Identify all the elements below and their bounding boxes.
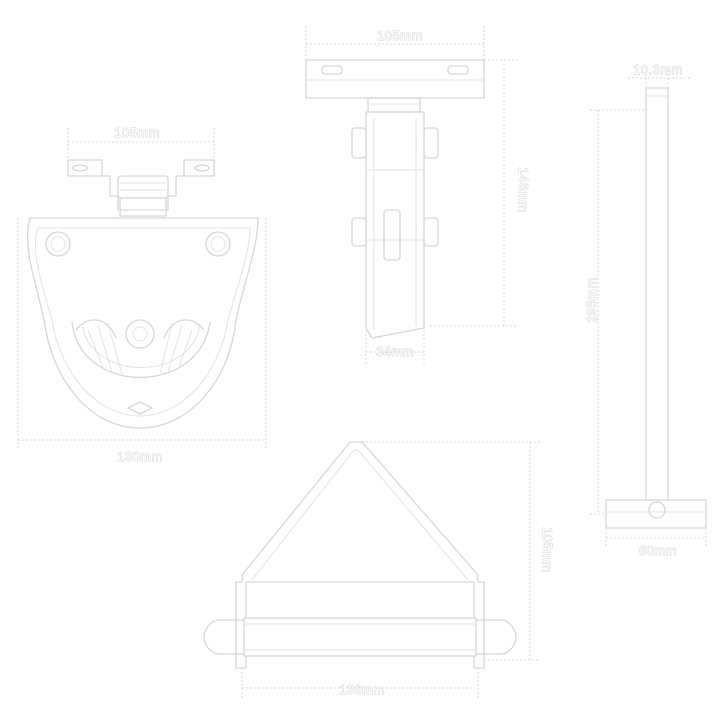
guard-width-label: 136mm [339, 682, 385, 697]
rod-base-width-label: 60mm [639, 543, 677, 558]
rod-base-hole [648, 501, 666, 519]
side-height-label: 146mm [516, 167, 531, 213]
side-bolt-mid-left [351, 217, 367, 247]
rod-shaft [645, 87, 669, 501]
bracket-slot-right [194, 164, 210, 172]
rod-diameter-label: 10.3mm [633, 62, 683, 77]
pulley-housing [26, 217, 259, 429]
side-top-width-label: 105mm [377, 28, 423, 43]
front-bracket-block [117, 175, 169, 199]
guard-view: 105mm 136mm [203, 441, 555, 700]
front-neck [119, 197, 167, 217]
pulley-front-view: 105mm 130mm [17, 125, 267, 464]
side-bolt-mid-right [423, 217, 439, 247]
guard-height-label: 105mm [540, 527, 555, 573]
pulley-side-view: 105mm 146mm 34mm [305, 26, 531, 366]
bracket-slot-left [72, 164, 88, 172]
side-bottom-width-label: 34mm [376, 344, 414, 359]
front-bracket [67, 159, 215, 211]
housing-emblem [127, 401, 153, 415]
wheel-flap-right [163, 319, 205, 339]
wheel-flap-left [75, 319, 117, 339]
mount-hole-right [205, 231, 231, 257]
bracket-width-label: 105mm [114, 125, 160, 140]
side-axle [383, 209, 401, 261]
side-housing [365, 111, 425, 339]
housing-width-label: 130mm [117, 449, 163, 464]
guard-frame [235, 441, 485, 669]
roller-end-left [203, 619, 245, 655]
pulley-wheel-arc [71, 321, 211, 378]
rod-view: 10.3mm 295mm 60mm [584, 62, 707, 558]
side-neck [367, 97, 421, 113]
mount-hole-left [45, 231, 71, 257]
rod-length-label: 295mm [584, 277, 599, 323]
wheel-hub [125, 319, 155, 349]
rod-base [605, 499, 707, 529]
side-bolt-top-right [423, 127, 439, 159]
roller-end-right [475, 619, 517, 655]
side-bolt-top-left [351, 127, 367, 159]
